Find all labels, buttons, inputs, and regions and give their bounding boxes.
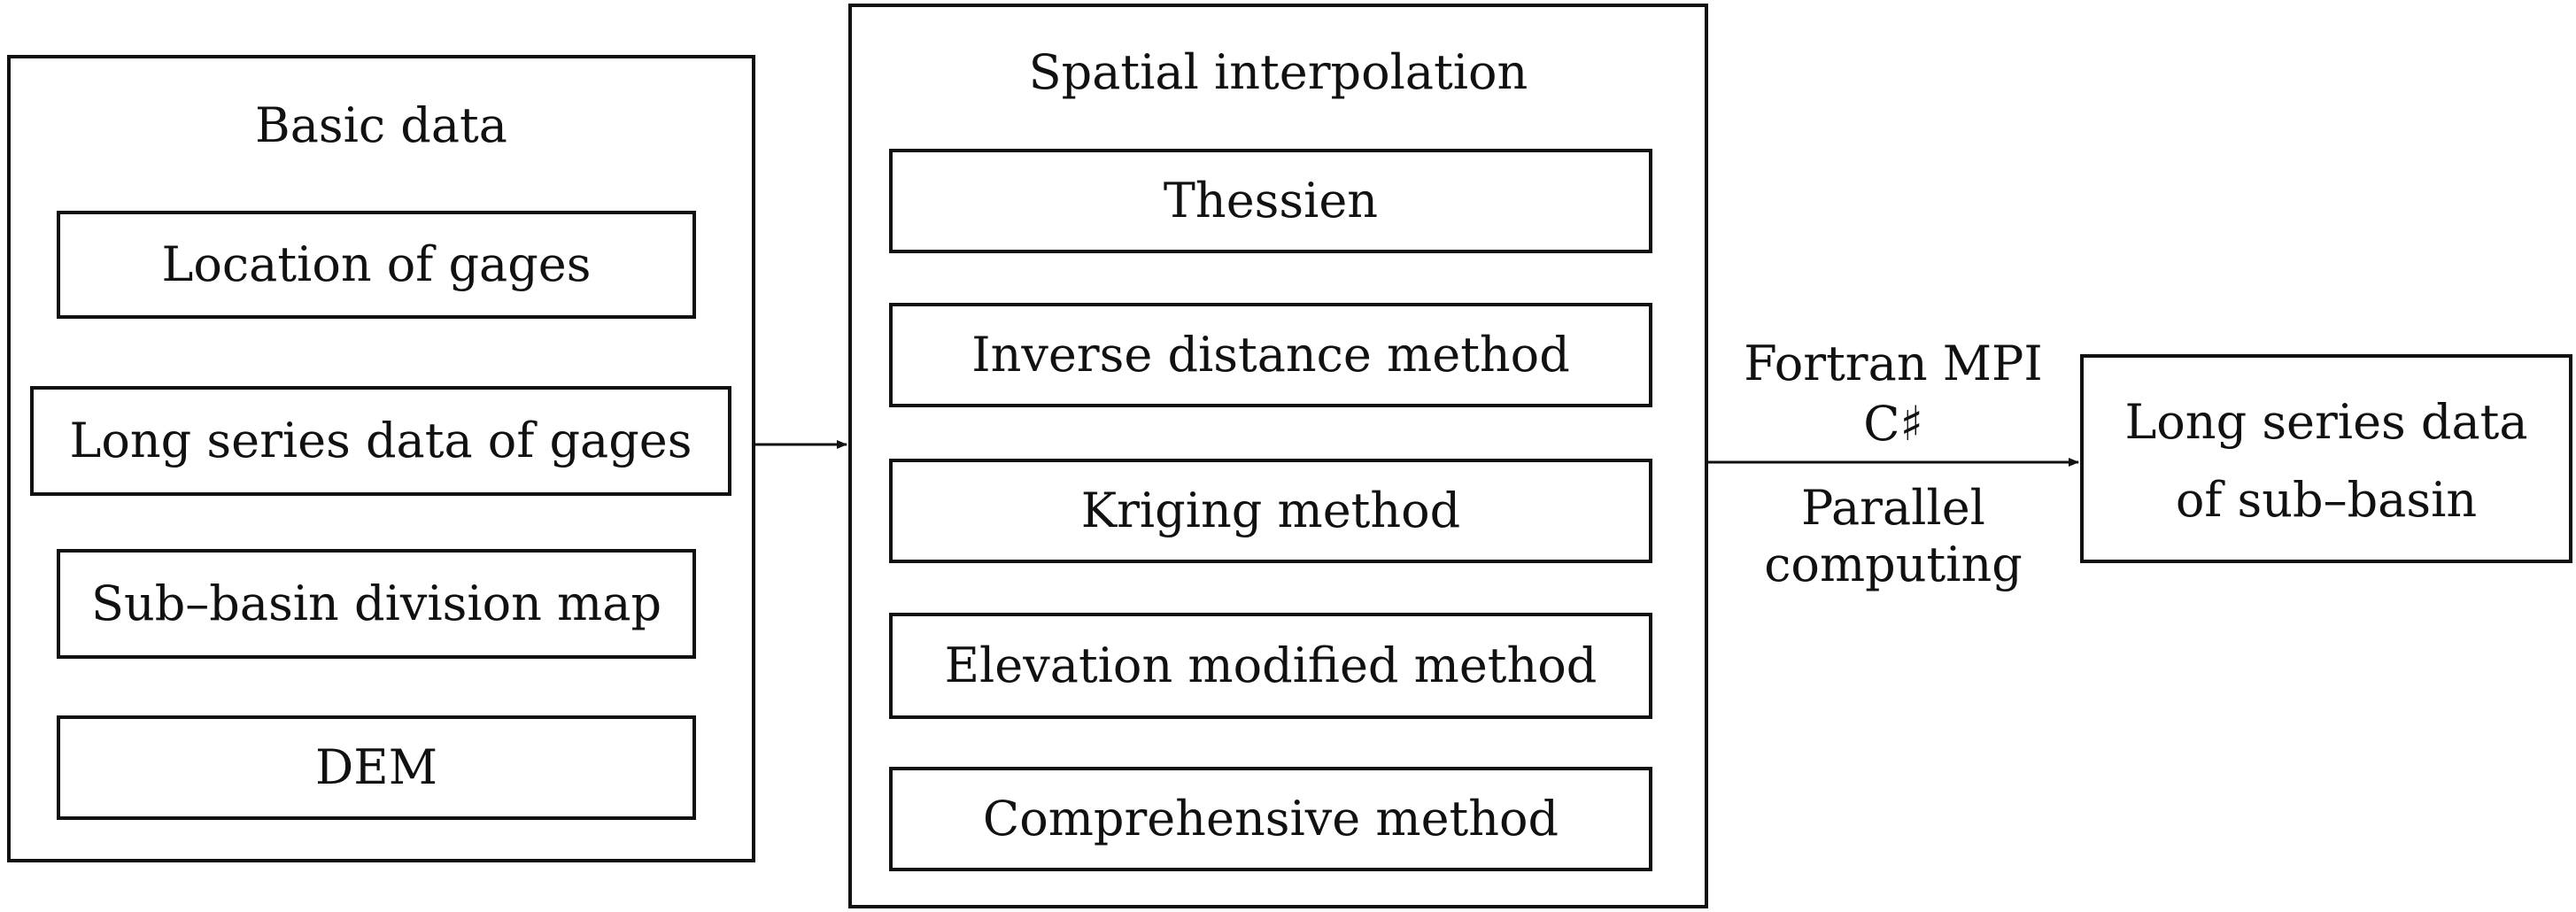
basic-data-item-label: Long series data of gages — [69, 413, 692, 468]
spatial-interpolation-title: Spatial interpolation — [1028, 44, 1528, 100]
method-thessien: Thessien — [889, 149, 1652, 253]
method-elevation-modified: Elevation modified method — [889, 613, 1652, 719]
method-label: Inverse distance method — [971, 327, 1570, 383]
basic-data-item-label: DEM — [314, 739, 437, 795]
method-label: Kriging method — [1080, 483, 1461, 538]
basic-data-item-dem: DEM — [57, 715, 696, 820]
parallel-tools-line-1: Fortran MPI — [1744, 336, 2043, 391]
parallel-label-line-1: Parallel — [1801, 480, 1985, 536]
basic-data-item-subbasin-division-map: Sub–basin division map — [57, 549, 696, 659]
method-label: Thessien — [1163, 173, 1379, 228]
parallel-label-line-2: computing — [1764, 537, 2023, 592]
basic-data-item-label: Location of gages — [161, 236, 592, 292]
method-inverse-distance: Inverse distance method — [889, 303, 1652, 407]
method-kriging: Kriging method — [889, 459, 1652, 563]
basic-data-item-label: Sub–basin division map — [90, 576, 662, 631]
basic-data-title: Basic data — [255, 97, 507, 153]
method-comprehensive: Comprehensive method — [889, 767, 1652, 871]
method-label: Elevation modified method — [944, 638, 1597, 693]
basic-data-item-location-of-gages: Location of gages — [57, 211, 696, 319]
basic-data-item-long-series-data-of-gages: Long series data of gages — [30, 386, 731, 496]
output-line-2: of sub–basin — [2175, 472, 2478, 528]
output-line-1: Long series data — [2124, 394, 2528, 450]
method-label: Comprehensive method — [982, 791, 1559, 846]
output-long-series-subbasin — [2080, 354, 2572, 563]
parallel-tools-line-2: C♯ — [1863, 396, 1923, 452]
